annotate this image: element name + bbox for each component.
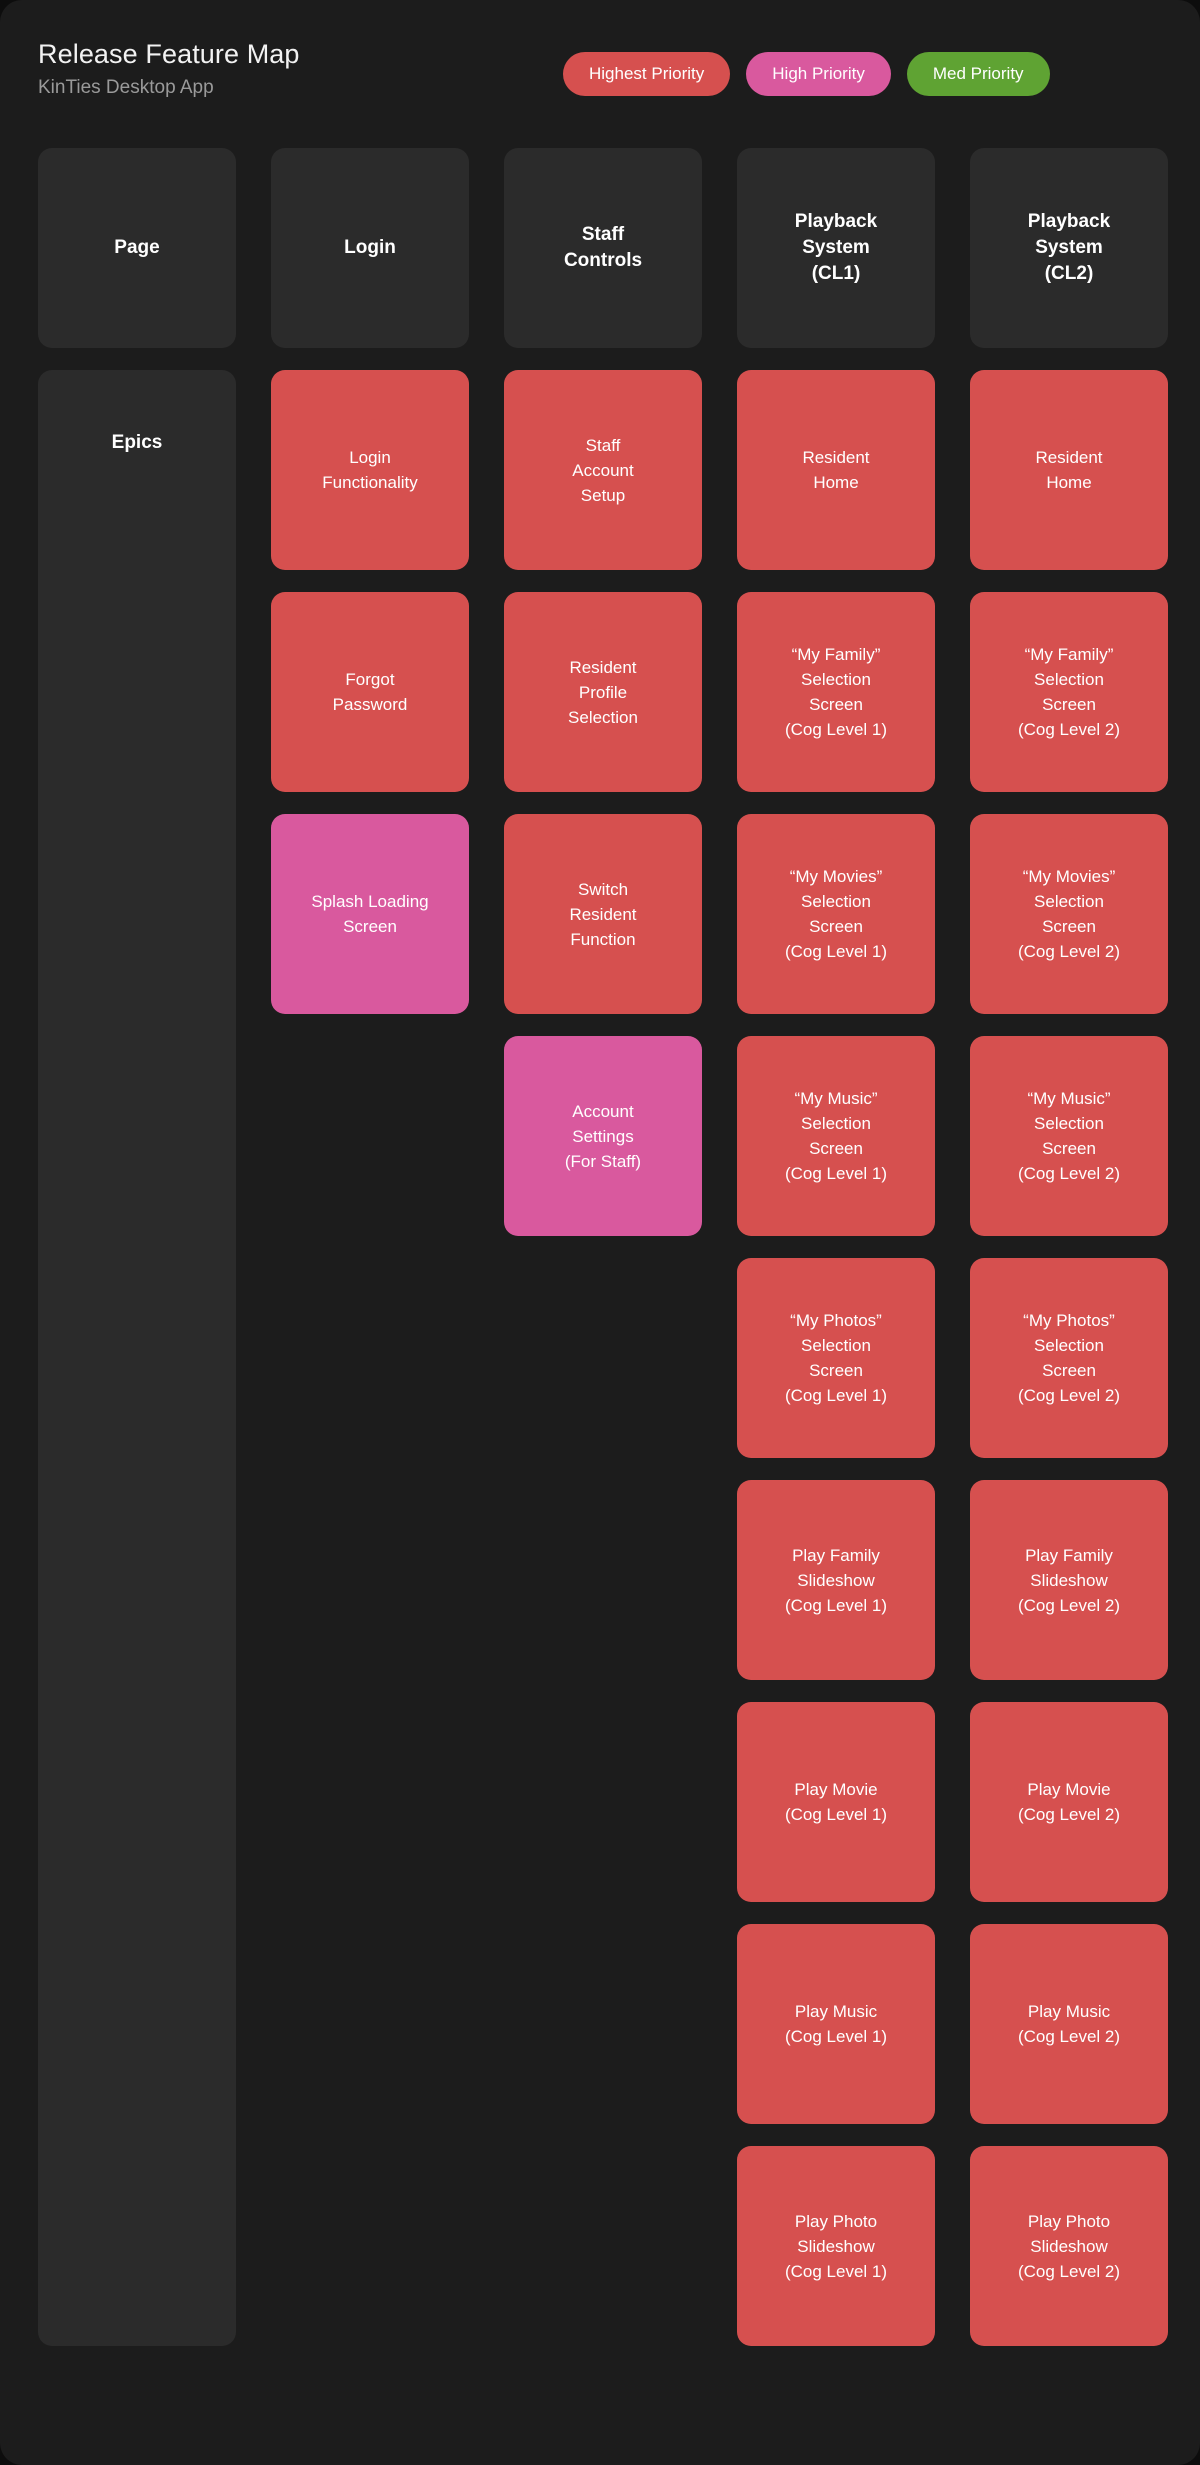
feature-card-label: Forgot Password — [332, 670, 408, 714]
feature-card[interactable]: Resident Home — [970, 370, 1168, 570]
feature-card-label: Login Functionality — [322, 448, 418, 492]
feature-card-label: Switch Resident Function — [569, 879, 637, 949]
legend-badge-label: High Priority — [772, 64, 865, 83]
empty-cell — [504, 1480, 702, 1680]
title-block: Release Feature Map KinTies Desktop App — [38, 38, 300, 99]
feature-card[interactable]: Play Movie (Cog Level 1) — [737, 1702, 935, 1902]
feature-card[interactable]: Play Music (Cog Level 2) — [970, 1924, 1168, 2124]
feature-card-label: “My Family” Selection Screen (Cog Level … — [784, 645, 888, 739]
column-header-label: Login — [344, 237, 396, 258]
feature-card-label: “My Family” Selection Screen (Cog Level … — [1017, 645, 1121, 739]
column-header-label: Page — [114, 237, 160, 258]
feature-card[interactable]: Switch Resident Function — [504, 814, 702, 1014]
feature-card-label: Account Settings (For Staff) — [564, 1101, 642, 1171]
empty-cell — [504, 1702, 702, 1902]
feature-card-label: Play Photo Slideshow (Cog Level 1) — [784, 2211, 888, 2281]
page-header: Release Feature Map KinTies Desktop App … — [0, 0, 1200, 140]
column-header-0[interactable]: Page — [38, 148, 236, 348]
feature-card-label: “My Photos” Selection Screen (Cog Level … — [1017, 1311, 1121, 1405]
feature-row: Forgot Password Resident Profile Selectio… — [271, 592, 1168, 792]
feature-card[interactable]: Play Family Slideshow (Cog Level 1) — [737, 1480, 935, 1680]
feature-card[interactable]: “My Photos” Selection Screen (Cog Level … — [970, 1258, 1168, 1458]
feature-card-label: Resident Home — [802, 448, 870, 492]
column-header-label: Playback System (CL1) — [794, 211, 878, 284]
empty-cell — [271, 1258, 469, 1458]
feature-card[interactable]: Resident Home — [737, 370, 935, 570]
column-header-label: Playback System (CL2) — [1027, 211, 1111, 284]
feature-card[interactable]: Staff Account Setup — [504, 370, 702, 570]
feature-card-label: Play Music (Cog Level 2) — [1017, 2002, 1121, 2046]
feature-card-label: Play Family Slideshow (Cog Level 2) — [1017, 1545, 1121, 1615]
column-header-row: Page Login Staff Controls Playback System (… — [38, 148, 1168, 348]
feature-card-label: Resident Profile Selection — [568, 657, 638, 727]
feature-card[interactable]: Login Functionality — [271, 370, 469, 570]
epics-column: Epics — [38, 370, 236, 2346]
feature-card-label: Play Music (Cog Level 1) — [784, 2002, 888, 2046]
feature-row: Account Settings (For Staff) “My Music” S… — [271, 1036, 1168, 1236]
feature-card-label: Splash Loading Screen — [311, 892, 429, 936]
page-title: Release Feature Map — [38, 39, 300, 69]
column-header-label: Staff Controls — [563, 224, 643, 271]
feature-row: “My Photos” Selection Screen (Cog Level … — [271, 1258, 1168, 1458]
legend-badge-label: Highest Priority — [589, 64, 705, 83]
feature-row: Play Family Slideshow (Cog Level 1) Play … — [271, 1480, 1168, 1680]
feature-row: Play Music (Cog Level 1) Play Music (Cog … — [271, 1924, 1168, 2124]
feature-card-label: Resident Home — [1035, 448, 1103, 492]
feature-card[interactable]: “My Music” Selection Screen (Cog Level 2… — [970, 1036, 1168, 1236]
feature-card-label: “My Photos” Selection Screen (Cog Level … — [784, 1311, 888, 1405]
feature-map-grid: Page Login Staff Controls Playback System (… — [38, 148, 1168, 2368]
feature-card[interactable]: Account Settings (For Staff) — [504, 1036, 702, 1236]
feature-card-label: “My Movies” Selection Screen (Cog Level … — [1017, 867, 1121, 961]
feature-card-label: “My Music” Selection Screen (Cog Level 1… — [784, 1089, 888, 1183]
empty-cell — [504, 1258, 702, 1458]
empty-cell — [271, 1924, 469, 2124]
grid-body: Epics Login Functionality Staff Account S… — [38, 370, 1168, 2368]
column-header-1[interactable]: Login — [271, 148, 469, 348]
feature-card-label: Play Movie (Cog Level 2) — [1017, 1780, 1121, 1824]
empty-cell — [271, 2146, 469, 2346]
feature-card-label: “My Movies” Selection Screen (Cog Level … — [784, 867, 888, 961]
feature-card[interactable]: “My Movies” Selection Screen (Cog Level … — [970, 814, 1168, 1014]
empty-cell — [504, 1924, 702, 2124]
feature-card[interactable]: “My Family” Selection Screen (Cog Level … — [737, 592, 935, 792]
empty-cell — [504, 2146, 702, 2346]
feature-card-label: Play Family Slideshow (Cog Level 1) — [784, 1545, 888, 1615]
feature-card[interactable]: Play Photo Slideshow (Cog Level 2) — [970, 2146, 1168, 2346]
feature-card[interactable]: Play Family Slideshow (Cog Level 2) — [970, 1480, 1168, 1680]
column-header-4[interactable]: Playback System (CL2) — [970, 148, 1168, 348]
feature-card[interactable]: “My Movies” Selection Screen (Cog Level … — [737, 814, 935, 1014]
legend-badge-2[interactable]: Med Priority — [906, 52, 1050, 96]
feature-card[interactable]: “My Family” Selection Screen (Cog Level … — [970, 592, 1168, 792]
page-subtitle: KinTies Desktop App — [38, 77, 214, 98]
feature-card[interactable]: Resident Profile Selection — [504, 592, 702, 792]
feature-card-label: “My Music” Selection Screen (Cog Level 2… — [1017, 1089, 1121, 1183]
feature-card[interactable]: Play Photo Slideshow (Cog Level 1) — [737, 2146, 935, 2346]
priority-legend: Highest Priority High Priority Med Priorit… — [563, 52, 1050, 96]
column-header-3[interactable]: Playback System (CL1) — [737, 148, 935, 348]
feature-card[interactable]: “My Music” Selection Screen (Cog Level 1… — [737, 1036, 935, 1236]
feature-card-label: Play Photo Slideshow (Cog Level 2) — [1017, 2211, 1121, 2281]
feature-card[interactable]: “My Photos” Selection Screen (Cog Level … — [737, 1258, 935, 1458]
feature-row: Play Photo Slideshow (Cog Level 1) Play P… — [271, 2146, 1168, 2346]
empty-cell — [271, 1036, 469, 1236]
legend-badge-1[interactable]: High Priority — [746, 52, 891, 96]
feature-card[interactable]: Play Movie (Cog Level 2) — [970, 1702, 1168, 1902]
column-header-2[interactable]: Staff Controls — [504, 148, 702, 348]
empty-cell — [271, 1480, 469, 1680]
epics-label-card: Epics — [38, 370, 236, 2346]
empty-cell — [271, 1702, 469, 1902]
feature-row: Splash Loading Screen Switch Resident Fun… — [271, 814, 1168, 1014]
feature-card[interactable]: Forgot Password — [271, 592, 469, 792]
feature-row: Play Movie (Cog Level 1) Play Movie (Cog … — [271, 1702, 1168, 1902]
feature-card[interactable]: Play Music (Cog Level 1) — [737, 1924, 935, 2124]
feature-row: Login Functionality Staff Account Setup Re… — [271, 370, 1168, 570]
feature-card[interactable]: Splash Loading Screen — [271, 814, 469, 1014]
legend-badge-0[interactable]: Highest Priority — [563, 52, 731, 96]
feature-card-label: Play Movie (Cog Level 1) — [784, 1780, 888, 1824]
legend-badge-label: Med Priority — [932, 64, 1024, 83]
feature-card-label: Staff Account Setup — [572, 435, 634, 505]
